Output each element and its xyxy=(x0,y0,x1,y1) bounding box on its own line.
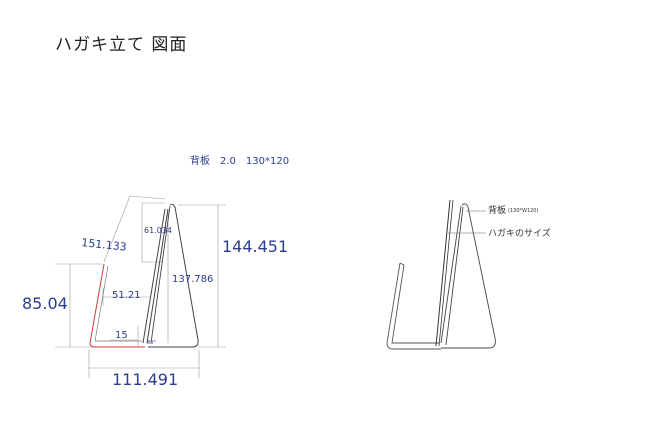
page-title: ハガキ立て 図面 xyxy=(55,35,188,55)
inner-height-dimension: 137.786 xyxy=(172,274,213,285)
total-height-dimension: 144.451 xyxy=(222,237,288,256)
upper-back-dimension: 61.034 xyxy=(144,226,172,235)
postcard-size-label: ハガキのサイズ xyxy=(488,227,551,239)
left-height-dimension: 85.04 xyxy=(22,294,68,313)
angle-dimension: 80° xyxy=(147,340,156,346)
base-width-dimension: 111.491 xyxy=(112,370,178,389)
diagonal-dimension: 151.133 xyxy=(81,236,128,254)
labeled-side-view xyxy=(386,199,496,350)
lip-dimension: 15 xyxy=(115,330,128,341)
back-panel-label: 背板 xyxy=(488,204,506,216)
spec-label: 背板 2.0 130*120 xyxy=(190,154,289,167)
back-panel-size-label: (130*W120) xyxy=(508,208,538,214)
dimensioned-side-view xyxy=(55,195,226,378)
mid-width-dimension: 51.21 xyxy=(112,290,141,301)
